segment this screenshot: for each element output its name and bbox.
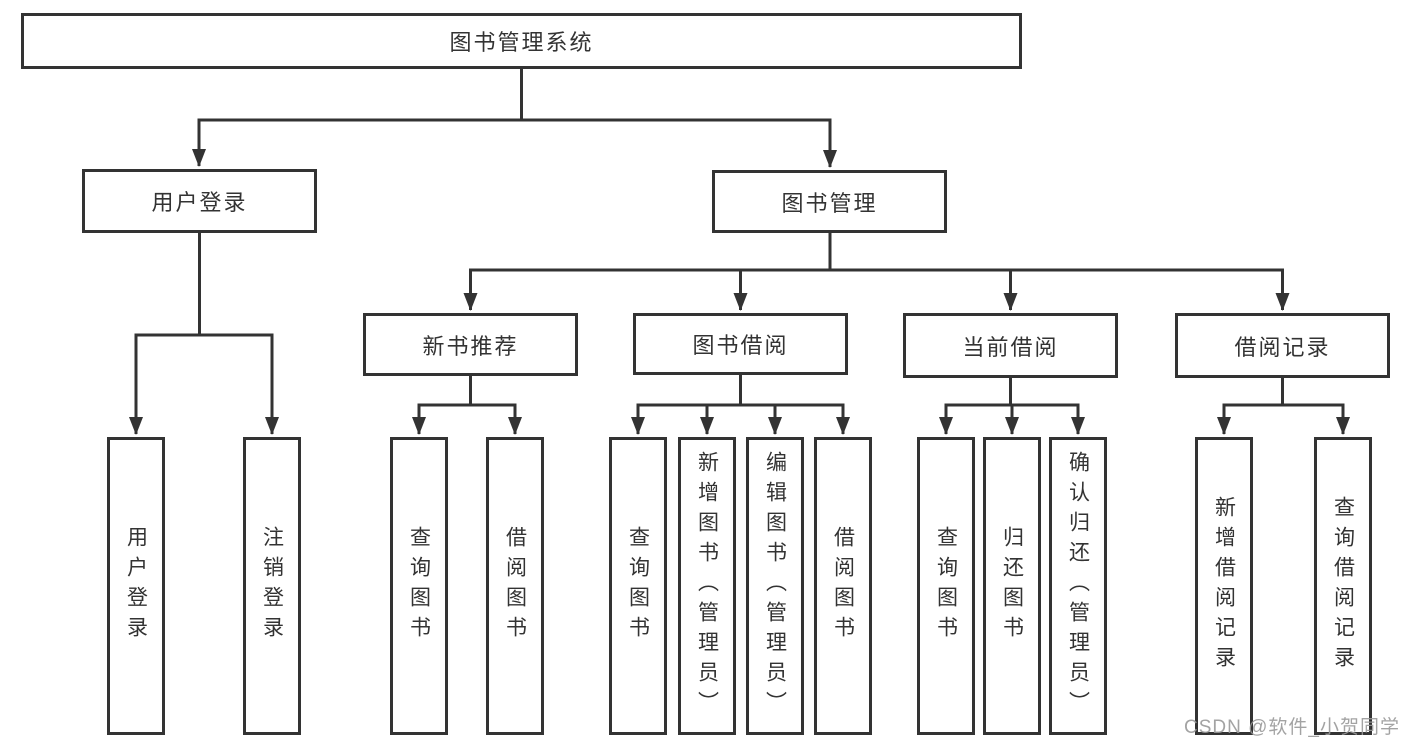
leaf-add-book-admin: 新增图书（管理员） [678,437,736,735]
leaf-borrow-book-2: 借阅图书 [814,437,872,735]
node-book-management: 图书管理 [712,170,947,233]
leaf-query-book-2: 查询图书 [609,437,667,735]
leaf-logout: 注销登录 [243,437,301,735]
csdn-watermark: CSDN @软件_小贺同学 [1184,717,1400,738]
node-borrowing-record-label: 借阅记录 [1234,334,1331,360]
leaf-confirm-return-admin: 确认归还（管理员） [1049,437,1107,735]
node-borrowing-record: 借阅记录 [1175,313,1390,378]
node-root-label: 图书管理系统 [449,30,594,55]
leaf-query-book-1: 查询图书 [390,437,448,735]
leaf-edit-book-admin: 编辑图书（管理员） [746,437,804,735]
leaf-user-login: 用户登录 [107,437,165,735]
edge-userlogin-split [134,233,274,337]
edge-current-split [944,378,1080,407]
leaf-return-book: 归还图书 [983,437,1041,735]
node-new-book-recommendation-label: 新书推荐 [422,333,519,359]
node-user-login-label: 用户登录 [151,190,248,215]
node-new-book-recommendation: 新书推荐 [363,313,578,376]
leaf-add-borrow-record-label: 新增借阅记录 [1212,496,1236,676]
leaf-logout-label: 注销登录 [260,526,284,646]
leaf-borrow-book-1-label: 借阅图书 [503,526,527,646]
node-user-login: 用户登录 [82,169,317,233]
edge-newbook-split [417,376,517,407]
leaf-query-book-2-label: 查询图书 [626,526,650,646]
leaf-return-book-label: 归还图书 [1000,526,1024,646]
node-book-management-label: 图书管理 [781,190,878,216]
leaf-add-book-admin-label: 新增图书（管理员） [695,451,719,721]
node-current-borrowing: 当前借阅 [903,313,1118,378]
leaf-borrow-book-2-label: 借阅图书 [831,526,855,646]
leaf-query-book-3: 查询图书 [917,437,975,735]
node-root: 图书管理系统 [21,13,1022,69]
node-book-borrowing-label: 图书借阅 [692,333,789,358]
leaf-add-borrow-record: 新增借阅记录 [1195,437,1253,735]
leaf-query-borrow-record-label: 查询借阅记录 [1331,496,1355,676]
leaf-borrow-book-1: 借阅图书 [486,437,544,735]
leaf-query-book-3-label: 查询图书 [934,526,958,646]
node-book-borrowing: 图书借阅 [633,313,848,375]
edge-borrow-split [636,375,845,407]
edge-bookmgmt-split [469,233,1284,272]
edge-record-split [1222,378,1345,407]
leaf-query-book-1-label: 查询图书 [407,526,431,646]
leaf-user-login-label: 用户登录 [124,526,148,646]
leaf-confirm-return-admin-label: 确认归还（管理员） [1066,451,1090,721]
edge-root-split [197,69,832,122]
node-current-borrowing-label: 当前借阅 [962,334,1059,360]
leaf-query-borrow-record: 查询借阅记录 [1314,437,1372,735]
leaf-edit-book-admin-label: 编辑图书（管理员） [763,451,787,721]
